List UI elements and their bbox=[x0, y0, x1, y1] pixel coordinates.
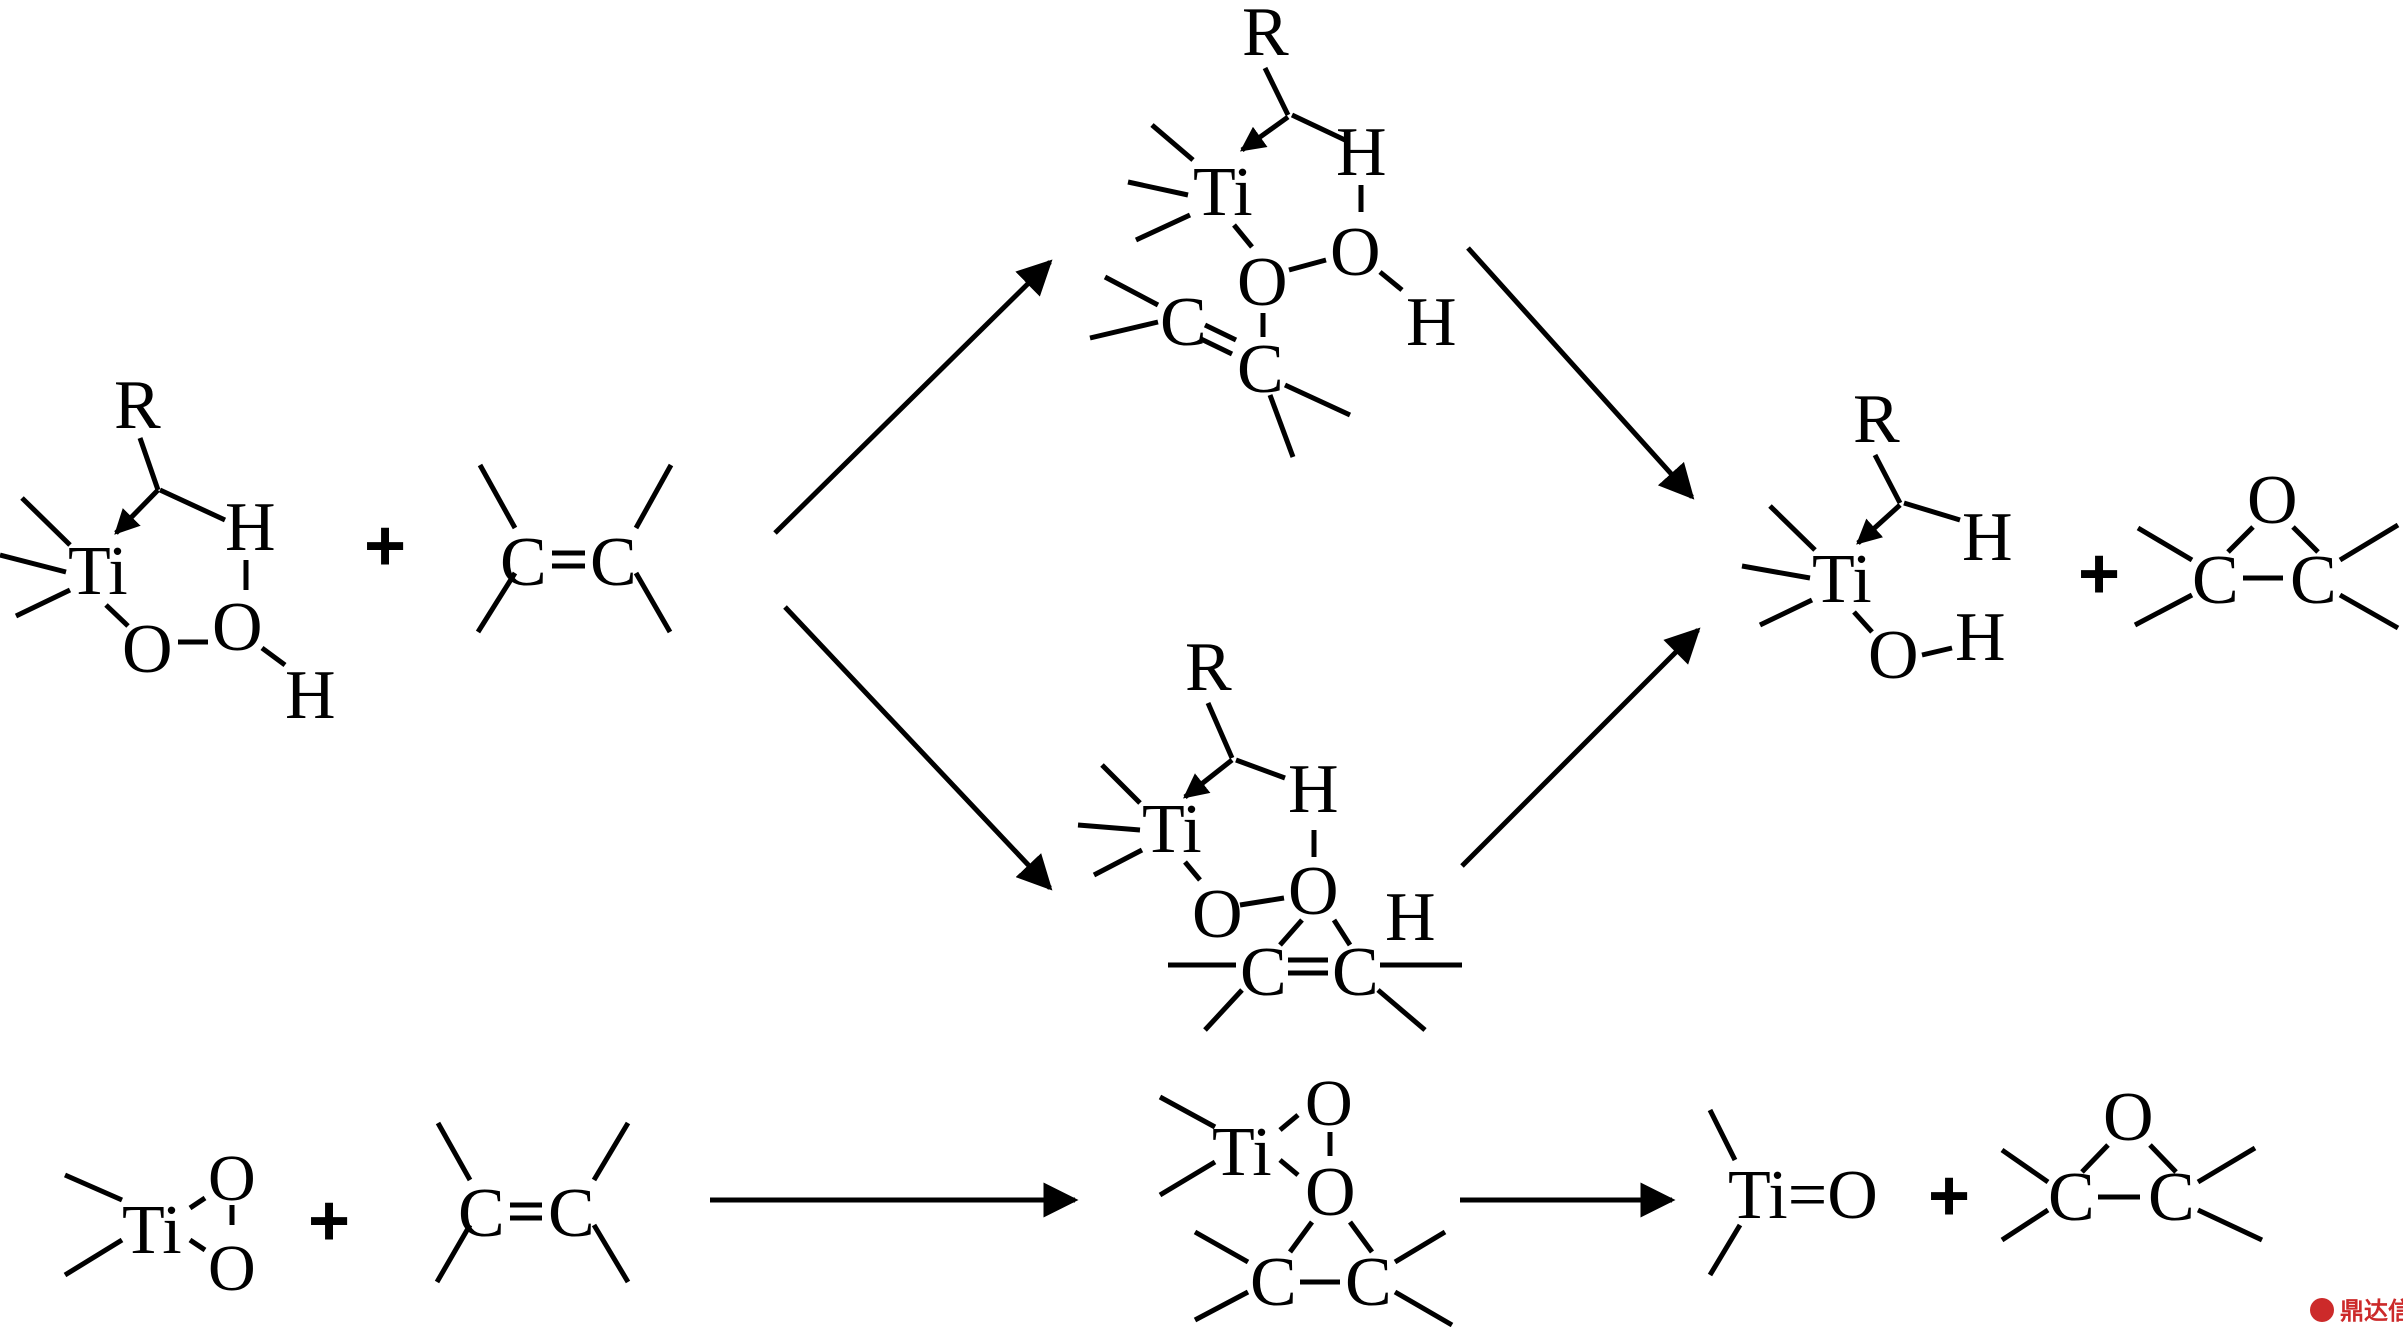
r-group: R bbox=[114, 367, 161, 444]
ti-atom: Ti bbox=[1193, 154, 1253, 231]
r-group: R bbox=[1242, 0, 1289, 71]
r-group: R bbox=[1185, 629, 1232, 706]
watermark-text: 鼎达信 bbox=[2340, 1297, 2403, 1325]
o-atom: O bbox=[1305, 1154, 1356, 1231]
h-atom: H bbox=[1336, 114, 1387, 191]
o-atom: O bbox=[1192, 876, 1243, 953]
watermark-logo-icon bbox=[2310, 1298, 2334, 1322]
ti-oxo-group: Ti=O bbox=[1728, 1157, 1878, 1234]
ti-atom: Ti bbox=[68, 533, 128, 610]
o-atom: O bbox=[212, 589, 263, 666]
ti-atom: Ti bbox=[1212, 1114, 1272, 1191]
ti-atom: Ti bbox=[1812, 541, 1872, 618]
o-atom: O bbox=[1288, 853, 1339, 930]
o-atom: O bbox=[1868, 617, 1919, 694]
transition-state-lower: R H Ti O O H C C bbox=[1077, 629, 1462, 1032]
o-atom: O bbox=[2103, 1079, 2154, 1156]
h-atom: H bbox=[1385, 879, 1436, 956]
ti-atom: Ti bbox=[122, 1192, 182, 1269]
product-ti-hydroxide: R H Ti O H bbox=[1741, 381, 2013, 694]
o-atom: O bbox=[1237, 244, 1288, 321]
c-atom: C bbox=[2192, 542, 2239, 619]
ti-atom: Ti bbox=[1142, 791, 1202, 868]
watermark: 鼎达信 bbox=[2310, 1297, 2403, 1325]
plus-sign: + bbox=[1928, 1156, 1970, 1236]
o-atom: O bbox=[2247, 462, 2298, 539]
o-atom: O bbox=[208, 1232, 256, 1305]
h-atom: H bbox=[1406, 284, 1457, 361]
o-atom: O bbox=[1305, 1067, 1353, 1140]
product-epoxide: O C C bbox=[2133, 462, 2400, 631]
plus-sign: + bbox=[2078, 534, 2120, 614]
o-atom: O bbox=[1330, 214, 1381, 291]
alkene-reactant: C C bbox=[434, 1121, 631, 1284]
product-ti-oxo: Ti=O bbox=[1707, 1108, 1878, 1277]
plus-sign: + bbox=[364, 506, 406, 586]
arrow-down-path bbox=[783, 605, 1053, 891]
r-group: R bbox=[1853, 381, 1900, 458]
o-atom: O bbox=[122, 611, 173, 688]
plus-sign: + bbox=[308, 1181, 350, 1261]
c-atom: C bbox=[500, 524, 547, 601]
h-atom: H bbox=[225, 489, 276, 566]
c-atom: C bbox=[548, 1175, 595, 1252]
c-atom: C bbox=[1240, 934, 1287, 1011]
c-atom: C bbox=[590, 524, 637, 601]
arrow-lower-to-product bbox=[1460, 627, 1701, 868]
h-atom: H bbox=[1955, 599, 2006, 676]
c-atom: C bbox=[2148, 1159, 2195, 1236]
c-atom: C bbox=[458, 1175, 505, 1252]
c-atom: C bbox=[1250, 1244, 1297, 1321]
c-atom: C bbox=[1345, 1244, 1392, 1321]
h-atom: H bbox=[1962, 499, 2013, 576]
h-atom: H bbox=[285, 657, 336, 734]
reactant-ti-hydroperoxide: Ti R H O O H bbox=[0, 367, 336, 734]
c-atom: C bbox=[1332, 934, 1379, 1011]
o-atom: O bbox=[208, 1142, 256, 1215]
alkene-reactant: C C bbox=[475, 463, 674, 634]
reactant-ti-peroxo: Ti O O bbox=[63, 1142, 256, 1305]
arrow-upper-to-product bbox=[1466, 246, 1695, 500]
transition-state-peroxo: O Ti O C C bbox=[1158, 1067, 1454, 1328]
transition-state-upper: R H Ti O O H C C bbox=[1089, 0, 1457, 458]
c-atom: C bbox=[2290, 542, 2337, 619]
arrow-up-path bbox=[773, 259, 1053, 535]
product-epoxide: O C C bbox=[2000, 1079, 2264, 1243]
c-atom: C bbox=[1160, 284, 1207, 361]
h-atom: H bbox=[1288, 751, 1339, 828]
c-atom: C bbox=[2048, 1159, 2095, 1236]
c-atom: C bbox=[1237, 331, 1284, 408]
